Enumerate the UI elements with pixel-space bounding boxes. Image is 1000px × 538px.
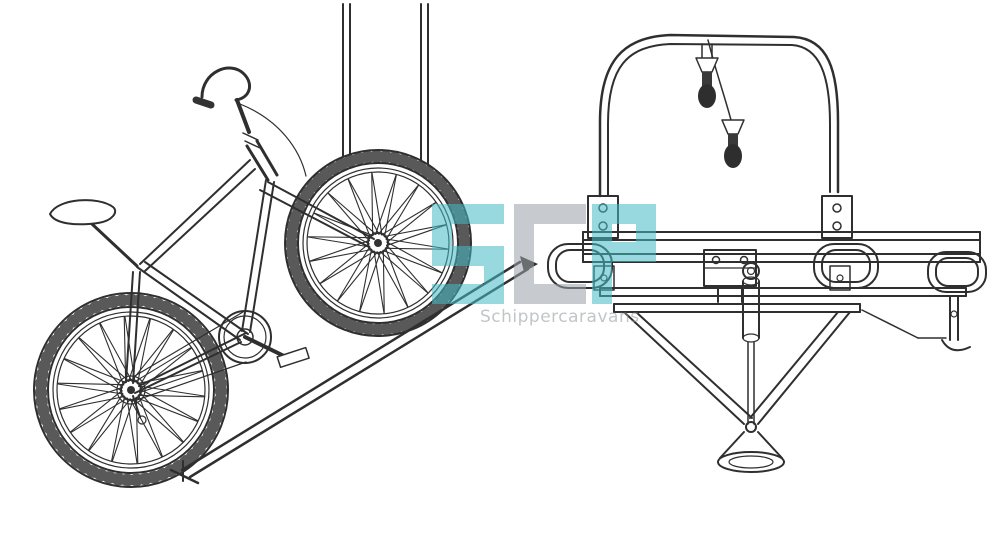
support-strut — [742, 262, 760, 425]
front-wheel — [284, 149, 472, 337]
saddle — [49, 199, 139, 268]
support-foot — [717, 431, 785, 473]
watermark: Schippercaravans — [432, 204, 656, 327]
crankset — [132, 310, 310, 425]
a-frame — [613, 303, 861, 433]
handlebar — [192, 66, 307, 177]
bike-carrier — [547, 33, 987, 473]
carrier-arch — [598, 33, 840, 198]
clamp-knob — [724, 144, 742, 168]
bike-frame — [125, 139, 375, 394]
clamp-knob — [698, 84, 716, 108]
watermark-logo-grey — [514, 204, 586, 304]
front-hub — [367, 232, 389, 254]
watermark-text: Schippercaravans — [480, 307, 640, 327]
right-bracket — [861, 295, 971, 352]
frame-clamps — [695, 39, 745, 168]
watermark-logo-teal — [432, 204, 656, 304]
rear-wheel — [33, 292, 229, 488]
bicycle — [33, 66, 472, 488]
support-pole — [342, 3, 429, 166]
pedal — [276, 346, 310, 369]
